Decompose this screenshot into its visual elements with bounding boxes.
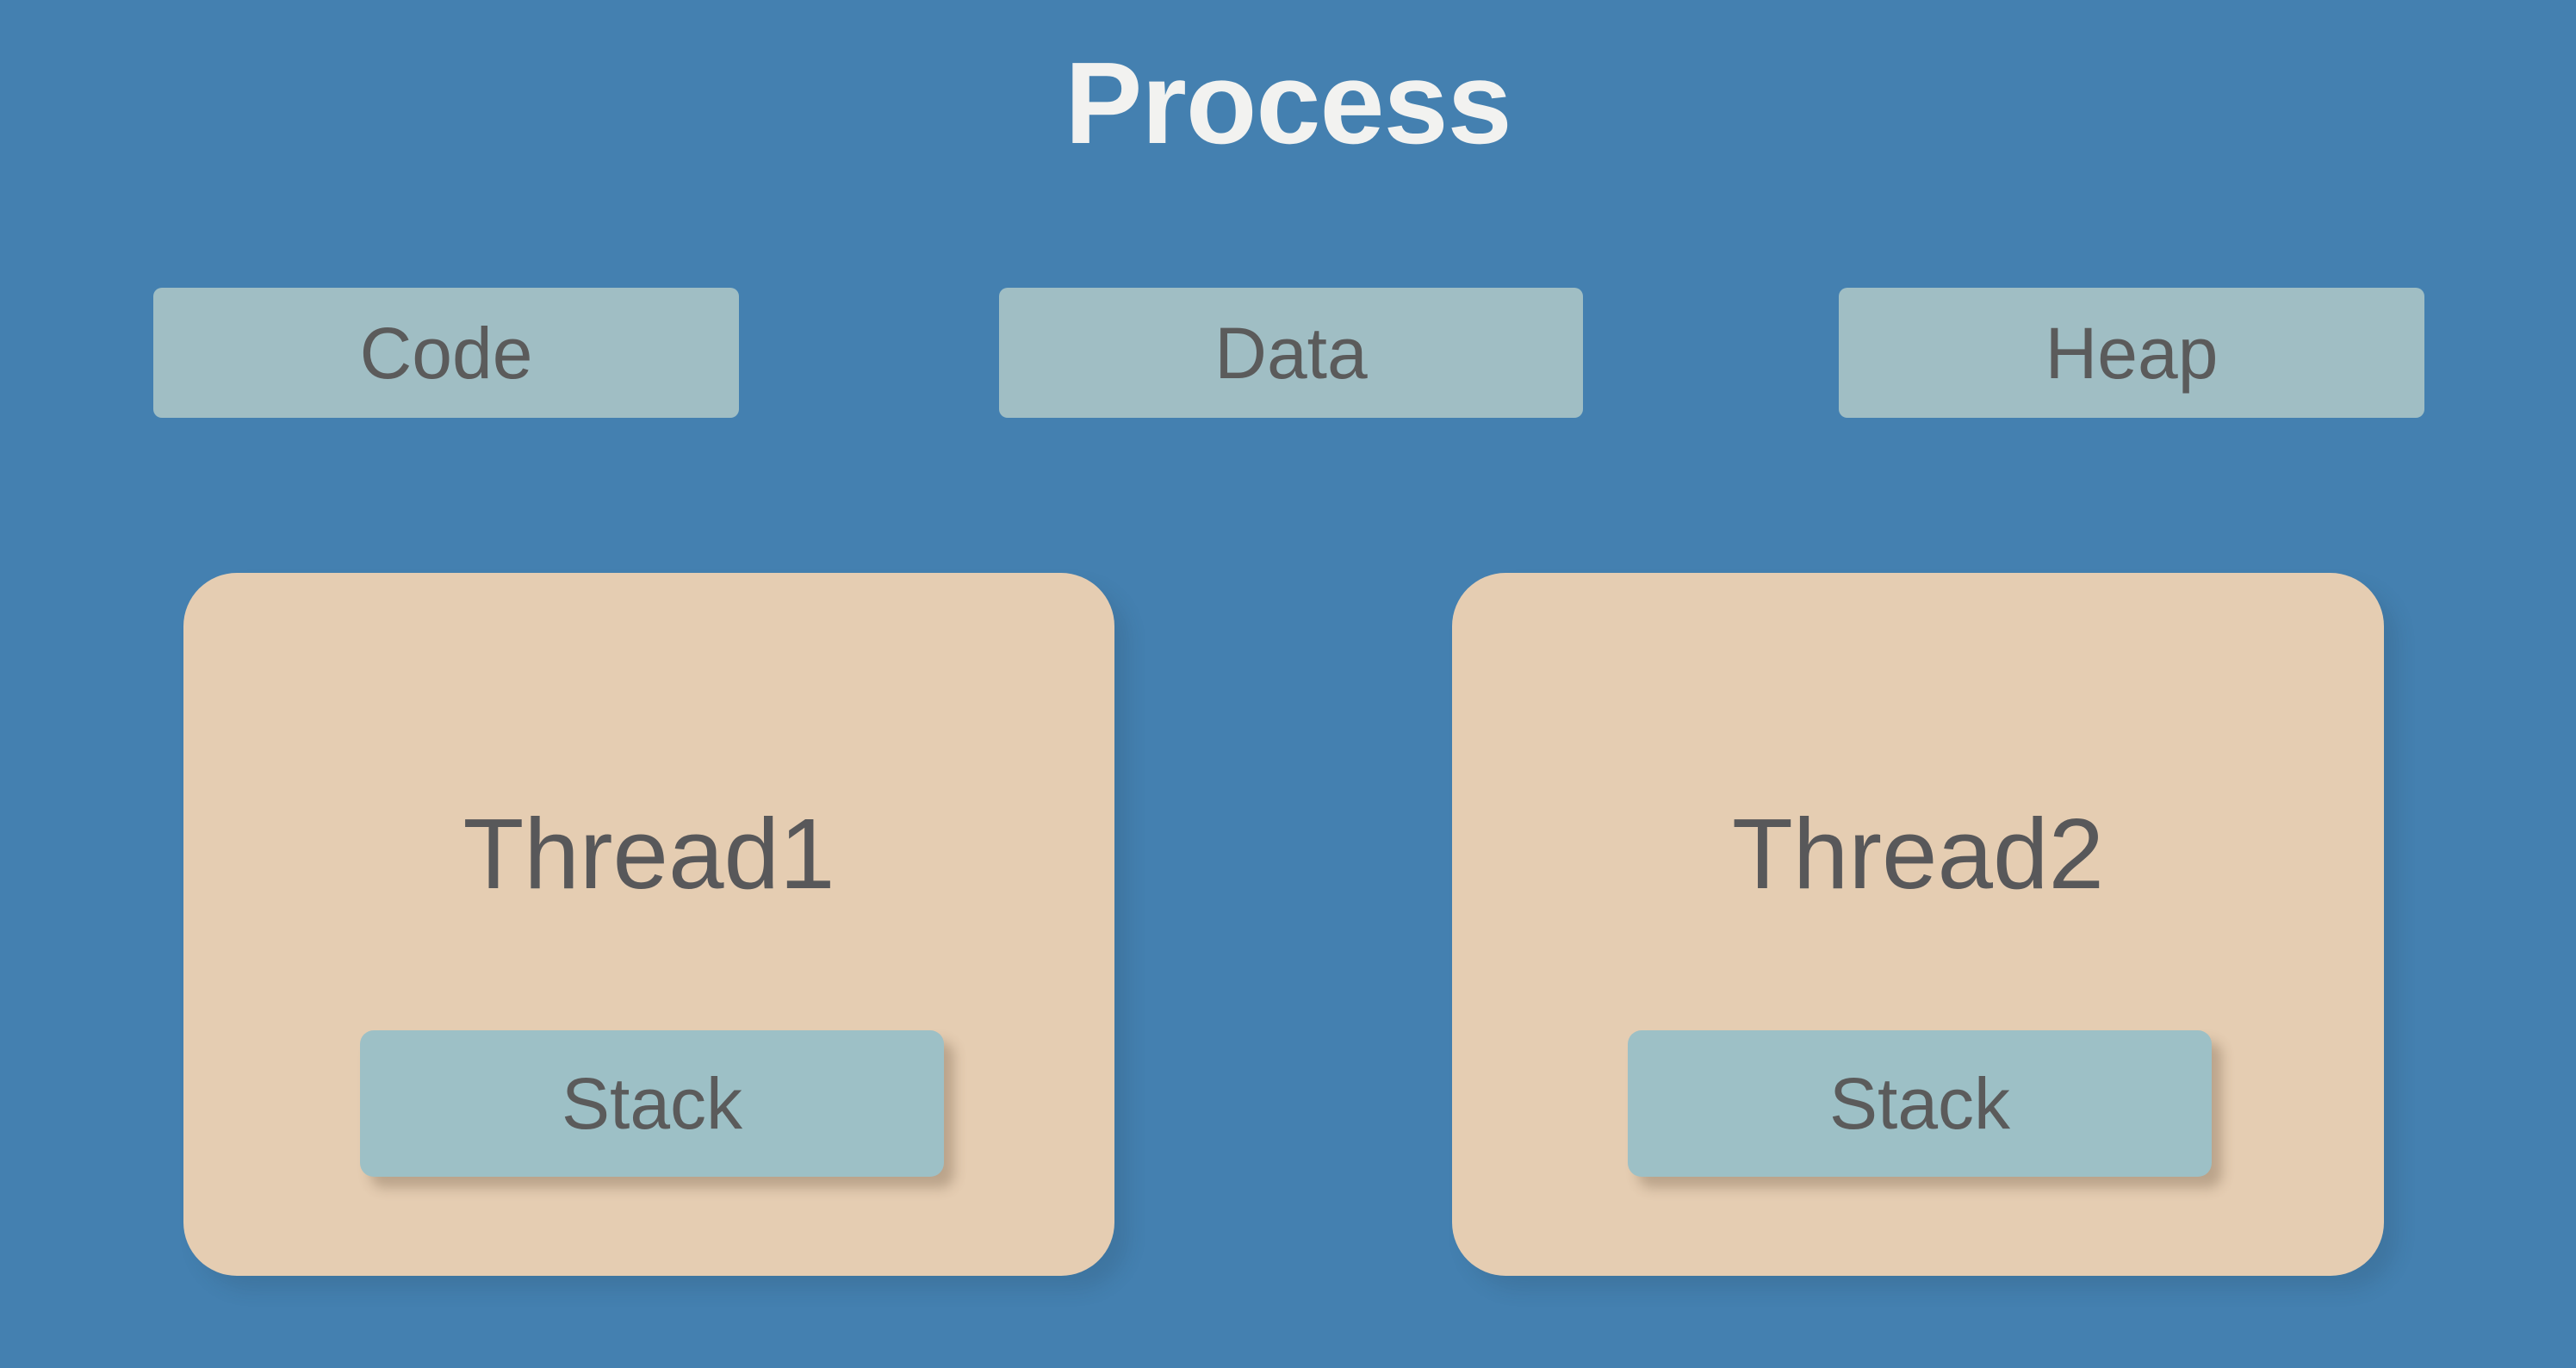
segment-label-data: Data [1214,312,1368,394]
segment-label-heap: Heap [2045,312,2219,394]
thread-card-2: Thread2 Stack [1452,573,2384,1276]
stack-box-thread-2: Stack [1628,1030,2212,1177]
segment-label-code: Code [359,312,533,394]
thread-label-1: Thread1 [462,798,835,910]
segment-box-data: Data [999,288,1583,418]
segment-box-code: Code [153,288,739,418]
stack-box-thread-1: Stack [360,1030,944,1177]
segment-box-heap: Heap [1839,288,2424,418]
stack-label-thread-1: Stack [561,1063,743,1144]
thread-card-1: Thread1 Stack [183,573,1114,1276]
page-title: Process [1065,38,1511,168]
stack-label-thread-2: Stack [1828,1063,2011,1144]
thread-label-2: Thread2 [1731,798,2105,910]
